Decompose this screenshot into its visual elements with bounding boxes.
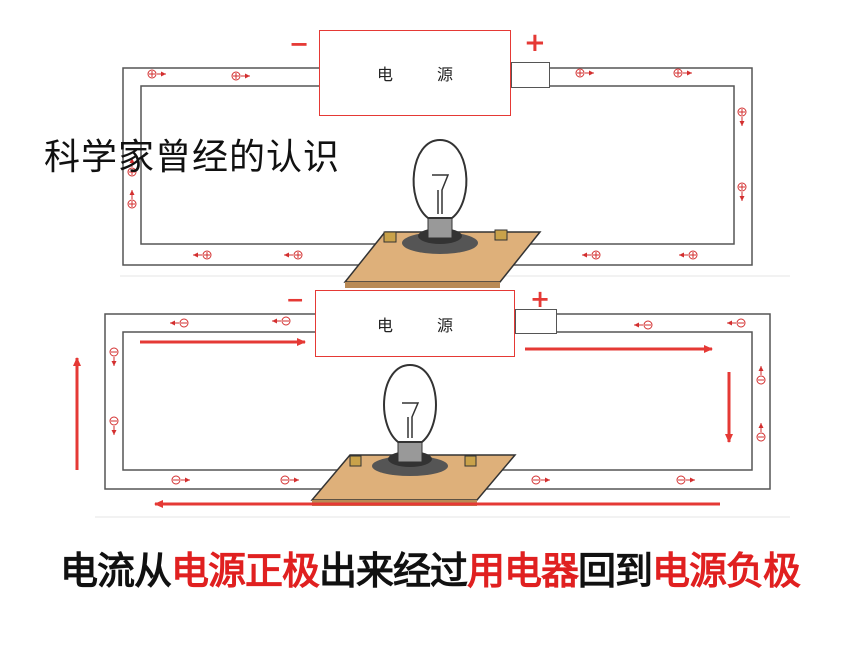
charge-marker <box>109 416 119 435</box>
charge-marker <box>280 475 299 485</box>
charge-marker <box>127 190 137 209</box>
charge-marker <box>756 423 766 442</box>
caption-part-1: 电流从 <box>59 549 172 593</box>
caption-part-4: 用电器 <box>467 549 579 593</box>
charge-marker <box>127 158 137 177</box>
top-positive-terminal <box>511 62 550 88</box>
charge-marker <box>272 316 291 326</box>
top-minus-sign: − <box>289 30 310 58</box>
current-direction-caption: 电流从电源正极出来经过用电器回到电源负极 <box>0 540 860 595</box>
charge-marker <box>193 250 212 260</box>
charge-marker <box>284 250 303 260</box>
charge-marker <box>679 250 698 260</box>
top-charge-markers <box>127 68 747 260</box>
charge-marker <box>676 475 695 485</box>
charge-marker <box>575 68 594 78</box>
charge-marker <box>582 250 601 260</box>
caption-part-5: 回到 <box>578 549 653 593</box>
charge-marker <box>231 71 250 81</box>
caption-part-2: 电源正极 <box>170 549 320 593</box>
caption-part-3: 出来经过 <box>318 549 468 593</box>
charge-marker <box>147 69 166 79</box>
bottom-charge-markers <box>109 316 766 485</box>
charge-marker <box>756 366 766 385</box>
bottom-source-label-2: 源 <box>437 315 454 335</box>
charge-marker <box>727 318 746 328</box>
bottom-plus-sign: + <box>530 285 551 313</box>
charge-marker <box>634 320 653 330</box>
bottom-positive-terminal <box>515 309 557 334</box>
charge-marker <box>170 318 189 328</box>
top-source-label-2: 源 <box>437 65 454 84</box>
top-plus-sign: + <box>524 28 546 58</box>
top-lamp-icon <box>343 138 542 288</box>
charge-marker <box>673 68 692 78</box>
bottom-power-source: 电 源 <box>315 290 515 357</box>
charge-marker <box>737 107 747 126</box>
bottom-lamp-icon <box>310 363 517 506</box>
bottom-minus-sign: − <box>286 288 305 313</box>
bottom-source-label-1: 电 <box>376 315 393 335</box>
caption-part-6: 电源负极 <box>652 549 801 593</box>
charge-marker <box>737 182 747 201</box>
charge-marker <box>109 347 119 366</box>
top-source-label-1: 电 <box>376 65 393 84</box>
top-power-source: 电 源 <box>319 30 511 116</box>
charge-marker <box>531 475 550 485</box>
current-direction-arrows <box>73 338 733 508</box>
top-panel-caption: 科学家曾经的认识 <box>44 137 341 178</box>
charge-marker <box>171 475 190 485</box>
